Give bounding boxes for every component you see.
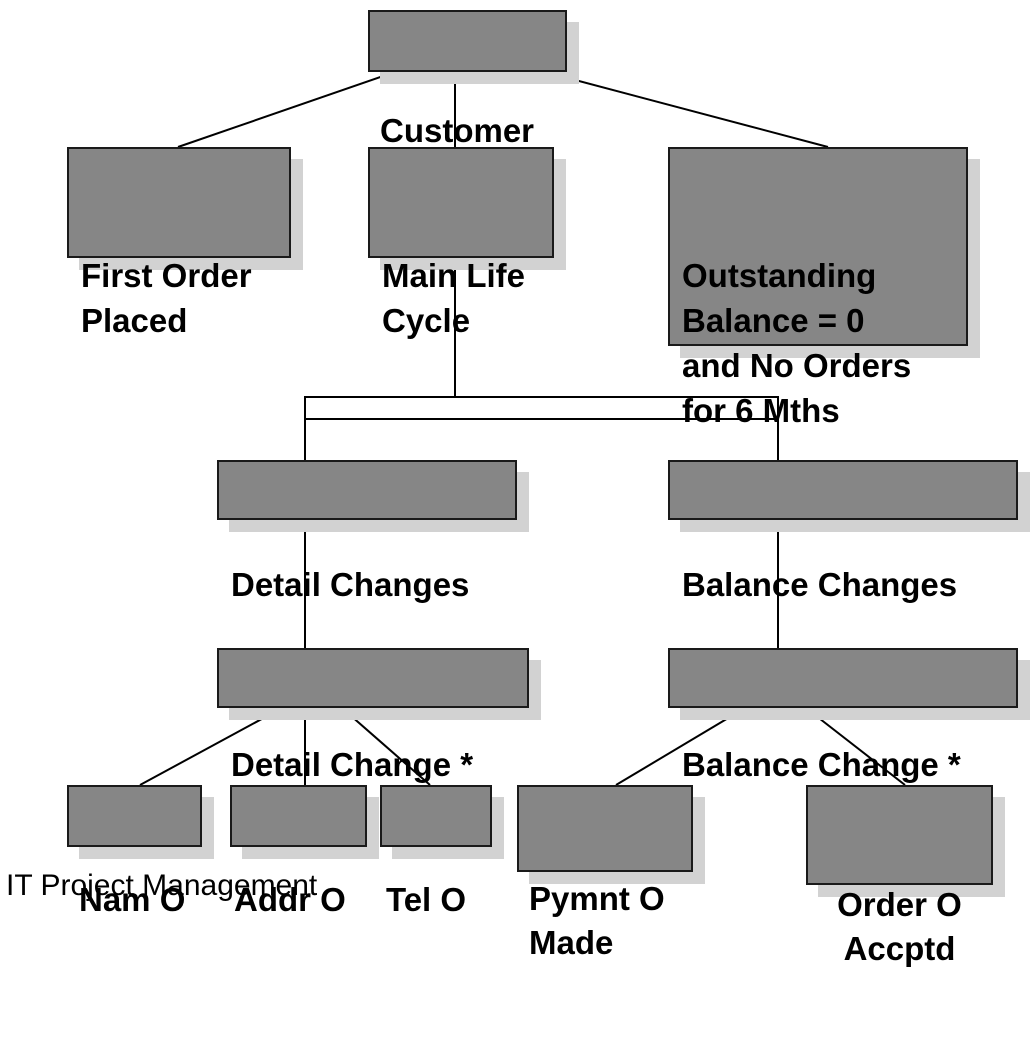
outstanding-balance-label: Outstanding Balance = 0 and No Orders fo… [682, 257, 912, 429]
customer-node: Customer [368, 10, 567, 149]
main-life-cycle-label: Main Life Cycle [382, 257, 526, 339]
order-o-accptd-label: Order O Accptd [837, 886, 962, 967]
balance-changes-node: Balance Changes [668, 460, 1018, 603]
first-order-placed-node: First Order Placed [67, 147, 291, 339]
connector-customer-first-order [177, 71, 396, 148]
tel-o-label: Tel O [386, 881, 467, 918]
detail-changes-node: Detail Changes [217, 460, 517, 603]
selection-bar [304, 396, 779, 420]
addr-o-node: Addr O [230, 785, 367, 918]
main-life-cycle-node: Main Life Cycle [368, 147, 554, 339]
detail-change-node: Detail Change * [217, 648, 529, 783]
detail-change-label: Detail Change * [231, 746, 474, 783]
footer-text: IT Project Management [6, 869, 318, 902]
connector-detail-change-tel [341, 707, 431, 786]
detail-changes-label: Detail Changes [231, 566, 470, 603]
entity-life-history-diagram: Customer First Order Placed Main Life Cy… [6, 10, 1018, 967]
tel-o-node: Tel O [380, 785, 492, 918]
balance-change-label: Balance Change * [682, 746, 961, 783]
connector-lines [139, 71, 906, 786]
connector-balance-change-pymnt [615, 707, 746, 786]
order-o-accptd-node: Order O Accptd [806, 785, 993, 967]
balance-changes-label: Balance Changes [682, 566, 958, 603]
pymnt-o-made-node: Pymnt O Made [517, 785, 693, 961]
balance-change-node: Balance Change * [668, 648, 1018, 783]
connector-customer-outstanding [544, 71, 829, 148]
connector-balance-change-order [805, 707, 906, 786]
connector-detail-change-nam [139, 707, 283, 786]
first-order-placed-label: First Order Placed [81, 257, 252, 339]
outstanding-balance-node: Outstanding Balance = 0 and No Orders fo… [668, 147, 968, 429]
customer-label: Customer [380, 112, 535, 149]
pymnt-o-made-label: Pymnt O Made [529, 880, 665, 961]
nam-o-node: Nam O [67, 785, 202, 918]
